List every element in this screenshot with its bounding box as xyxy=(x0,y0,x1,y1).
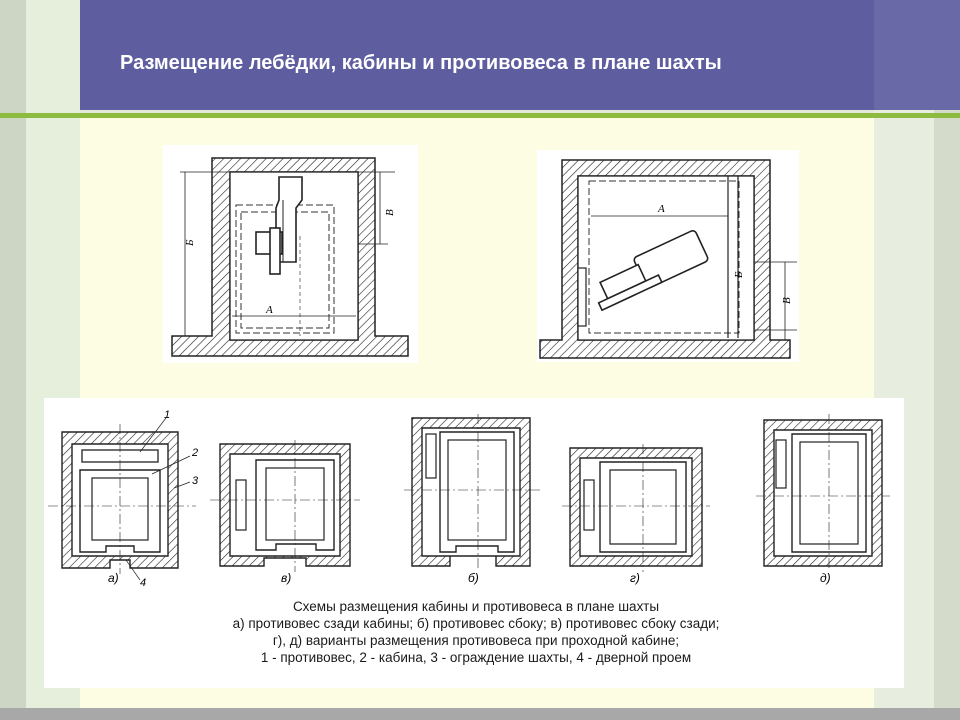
dim-label-v: В xyxy=(781,297,793,304)
slide-header-right xyxy=(874,0,960,110)
dim-label-b: Б xyxy=(184,239,196,247)
accent-line xyxy=(0,113,960,118)
bottom-bar xyxy=(0,708,960,720)
scheme-a: 1 2 3 4 а) xyxy=(48,409,199,589)
dim-label-a: А xyxy=(657,203,665,215)
scheme-g: г) xyxy=(562,444,710,585)
callout-1: 1 xyxy=(164,409,170,421)
caption-line-1: Схемы размещения кабины и противовеса в … xyxy=(292,599,660,614)
caption-line-3: г), д) варианты размещения противовеса п… xyxy=(272,633,680,648)
dim-label-a: А xyxy=(265,304,273,316)
left-stripe xyxy=(0,0,26,720)
scheme-v: в) xyxy=(210,440,360,585)
dim-label-v: В xyxy=(384,209,396,216)
scheme-label-v: в) xyxy=(281,571,291,585)
schemes-caption: Схемы размещения кабины и противовеса в … xyxy=(48,598,904,666)
caption-line-2: а) противовес сзади кабины; б) противове… xyxy=(232,616,720,631)
callout-2: 2 xyxy=(191,447,198,459)
scheme-label-b: б) xyxy=(468,571,479,585)
scheme-label-g: г) xyxy=(630,571,640,585)
callout-4: 4 xyxy=(140,577,146,589)
callout-3: 3 xyxy=(192,475,199,487)
top-right-plan: А Б В xyxy=(537,150,799,362)
scheme-d: д) xyxy=(756,414,890,585)
scheme-label-d: д) xyxy=(820,571,831,585)
slide-header xyxy=(80,0,874,110)
scheme-b: б) xyxy=(404,414,540,585)
caption-line-4: 1 - противовес, 2 - кабина, 3 - огражден… xyxy=(260,650,692,665)
dim-label-b: Б xyxy=(733,271,745,279)
right-stripe-dark xyxy=(934,0,960,720)
top-left-plan: Б В А xyxy=(163,145,418,363)
slide-title: Размещение лебёдки, кабины и противовеса… xyxy=(120,52,722,74)
scheme-label-a: а) xyxy=(108,571,119,585)
